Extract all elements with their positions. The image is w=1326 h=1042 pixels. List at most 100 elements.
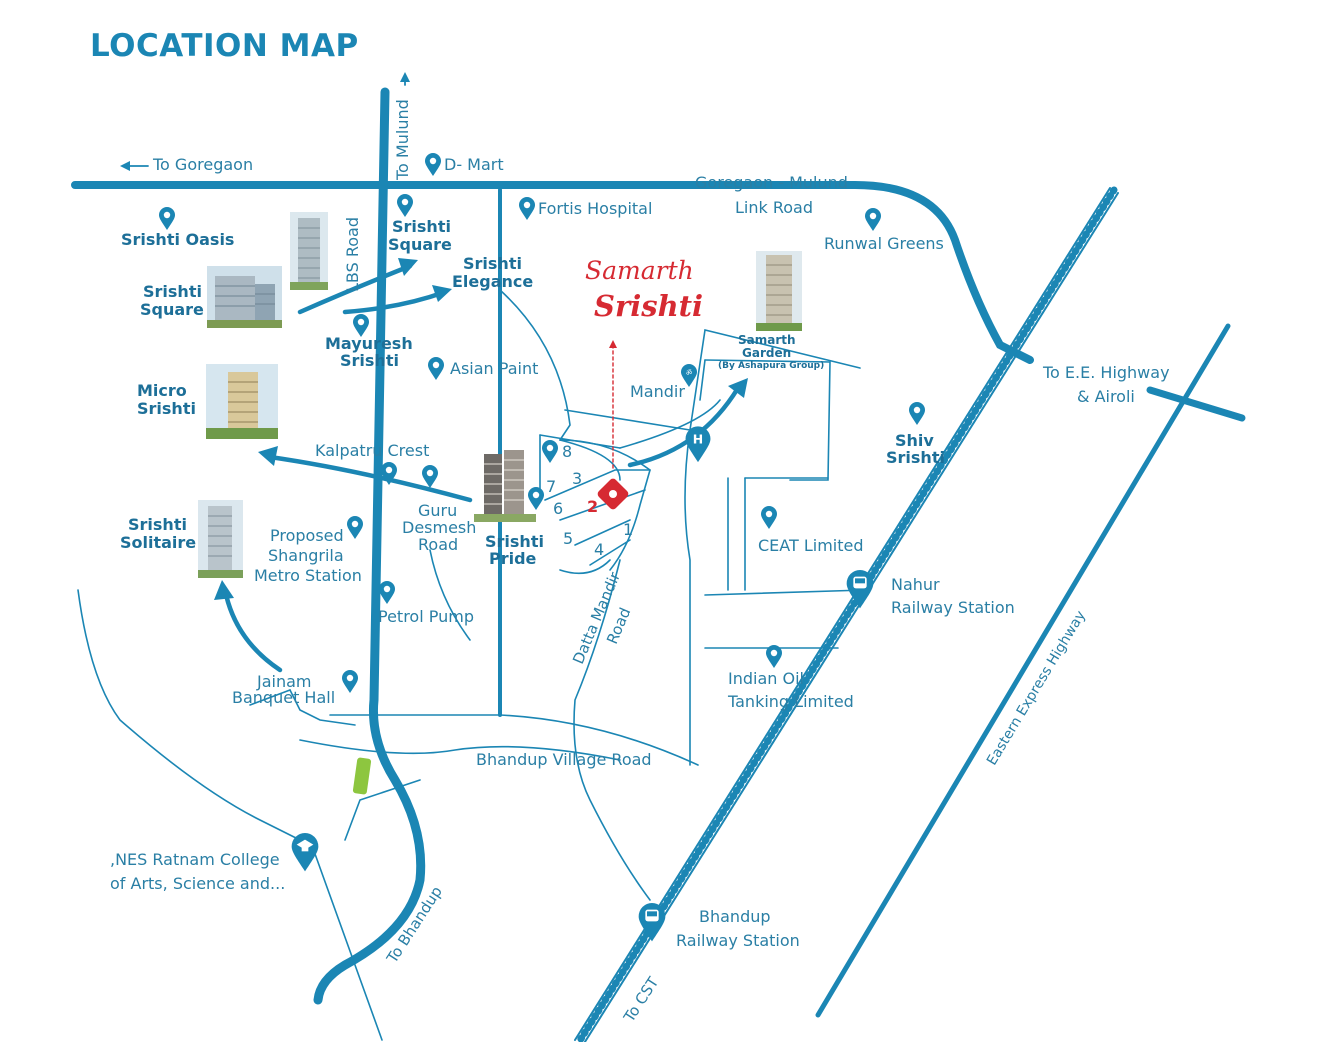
fortis-hospital-pin-icon bbox=[519, 197, 535, 220]
indian-oil-label-1: Indian Oil bbox=[728, 669, 804, 688]
shangrila-label-2: Shangrila bbox=[268, 546, 344, 565]
srishti-pride-pin-icon bbox=[528, 487, 544, 510]
guru-desmesh-pin-icon bbox=[422, 465, 438, 488]
srishti-solitaire-label-2: Solitaire bbox=[120, 533, 197, 552]
nes-college-label-2: of Arts, Science and... bbox=[110, 874, 286, 893]
samarth-garden-label-2: Garden bbox=[742, 346, 792, 360]
kalpatru-crest-pin-icon bbox=[381, 462, 397, 485]
plot-number: 4 bbox=[594, 540, 605, 559]
eastern-express-highway bbox=[815, 323, 1231, 1018]
lbs-road-label: LBS Road bbox=[343, 217, 362, 292]
dmart-label: D- Mart bbox=[444, 155, 504, 174]
micro-srishti-label-2: Srishti bbox=[137, 399, 196, 418]
asian-paint-label: Asian Paint bbox=[450, 359, 539, 378]
shiv-srishti-label-2: Srishti bbox=[886, 448, 945, 467]
brand-name-line1: Samarth bbox=[585, 256, 694, 285]
dmart-pin-icon bbox=[425, 153, 441, 176]
samarth-garden-label-1: Samarth bbox=[738, 333, 796, 347]
plot-8-pin-icon bbox=[542, 440, 558, 463]
bhandup-train-pin-icon bbox=[638, 903, 666, 942]
runwal-greens-pin-icon bbox=[865, 208, 881, 231]
srishti-square-building-image-left bbox=[207, 266, 282, 328]
srishti-pride-label-1: Srishti bbox=[485, 532, 544, 551]
plot-number: 8 bbox=[562, 442, 573, 461]
srishti-square-building-image-top bbox=[290, 212, 328, 290]
college-pin-icon bbox=[291, 833, 319, 872]
brand-name-line2: Srishti bbox=[594, 289, 704, 323]
arrow-to-srishti-elegance bbox=[342, 289, 448, 315]
shiv-srishti-label-1: Shiv bbox=[895, 431, 934, 450]
plot-number: 3 bbox=[572, 469, 583, 488]
bhandup-station-label-1: Bhandup bbox=[699, 907, 771, 926]
runwal-greens-label: Runwal Greens bbox=[824, 234, 944, 253]
ceat-limited-pin-icon bbox=[761, 506, 777, 529]
nahur-station-label-2: Railway Station bbox=[891, 598, 1015, 617]
indian-oil-pin-icon bbox=[766, 645, 782, 668]
plot-number: 1 bbox=[623, 520, 634, 539]
railway-line-rail-a bbox=[574, 187, 1111, 1041]
bhandup-station-label-2: Railway Station bbox=[676, 931, 800, 950]
micro-srishti-building-image bbox=[206, 364, 278, 439]
page-title: LOCATION MAP bbox=[90, 28, 359, 64]
to-ee-highway-label-1: To E.E. Highway bbox=[1043, 363, 1170, 382]
mandir-label: Mandir bbox=[630, 382, 685, 401]
hospital-pin-icon: H bbox=[685, 426, 711, 463]
samarth-garden-building-image bbox=[756, 251, 802, 331]
srishti-pride-label-2: Pride bbox=[489, 549, 537, 568]
ee-highway-crossbar bbox=[1146, 386, 1246, 422]
arrow-to-srishti-square bbox=[297, 263, 413, 315]
srishti-elegance-label-1: Srishti bbox=[463, 254, 522, 273]
to-mulund-label: To Mulund bbox=[393, 99, 412, 180]
arrow-to-kalpatru bbox=[267, 454, 473, 503]
mandir-pin-icon: ॐ bbox=[681, 364, 697, 387]
gml-road-label-1: Goregaon - Mulund bbox=[695, 173, 848, 192]
srishti-square-top-label-2: Square bbox=[388, 235, 452, 254]
kalpatru-crest-label: Kalpatru Crest bbox=[315, 441, 430, 460]
srishti-pride-building-image bbox=[474, 450, 536, 522]
mayuresh-srishti-label-1: Mayuresh bbox=[325, 334, 413, 353]
link-road-main bbox=[71, 181, 1034, 364]
lbs-road bbox=[313, 87, 426, 1005]
fortis-hospital-label: Fortis Hospital bbox=[538, 199, 653, 218]
gml-road-label-2: Link Road bbox=[735, 198, 813, 217]
park-patch bbox=[352, 757, 372, 795]
mayuresh-srishti-label-2: Srishti bbox=[340, 351, 399, 370]
srishti-solitaire-label-1: Srishti bbox=[128, 515, 187, 534]
shangrila-metro-pin-icon bbox=[347, 516, 363, 539]
srishti-elegance-label-2: Elegance bbox=[452, 272, 534, 291]
srishti-square-top-label-1: Srishti bbox=[392, 217, 451, 236]
plot-number: 5 bbox=[563, 529, 574, 548]
railway-line-rail-b bbox=[583, 192, 1119, 1042]
plot-number: 7 bbox=[546, 477, 557, 496]
shangrila-label-3: Metro Station bbox=[254, 566, 362, 585]
nahur-station-label-1: Nahur bbox=[891, 575, 940, 594]
petrol-pump-pin-icon bbox=[379, 581, 395, 604]
guru-desmesh-road-label-1: Guru bbox=[418, 501, 458, 520]
mayuresh-srishti-pin-icon bbox=[353, 314, 369, 337]
to-ee-highway-label-2: & Airoli bbox=[1077, 387, 1135, 406]
shangrila-label-1: Proposed bbox=[270, 526, 344, 545]
srishti-oasis-pin-icon bbox=[159, 207, 175, 230]
om-symbol: ॐ bbox=[686, 369, 693, 377]
petrol-pump-label: Petrol Pump bbox=[378, 607, 474, 626]
micro-srishti-label-1: Micro bbox=[137, 381, 187, 400]
shiv-srishti-pin-icon bbox=[909, 402, 925, 425]
srishti-square-pin-icon bbox=[397, 194, 413, 217]
srishti-square-left-label-1: Srishti bbox=[143, 282, 202, 301]
samarth-garden-label-3: (By Ashapura Group) bbox=[718, 361, 825, 371]
hospital-symbol: H bbox=[693, 431, 703, 446]
jainam-label-2: Banquet Hall bbox=[232, 688, 336, 707]
guru-desmesh-road-label-3: Road bbox=[418, 535, 459, 554]
plot-number: 2 bbox=[587, 497, 599, 516]
srishti-oasis-label: Srishti Oasis bbox=[121, 230, 235, 249]
nes-college-label-1: ,NES Ratnam College bbox=[110, 850, 280, 869]
srishti-solitaire-building-image bbox=[198, 500, 243, 578]
jainam-label-1: Jainam bbox=[257, 672, 312, 691]
guru-desmesh-road-label-2: Desmesh bbox=[402, 518, 477, 537]
to-goregaon-label: To Goregaon bbox=[153, 155, 254, 174]
nahur-train-pin-icon bbox=[846, 570, 874, 609]
asian-paint-pin-icon bbox=[428, 357, 444, 380]
jainam-banquet-pin-icon bbox=[342, 670, 358, 693]
